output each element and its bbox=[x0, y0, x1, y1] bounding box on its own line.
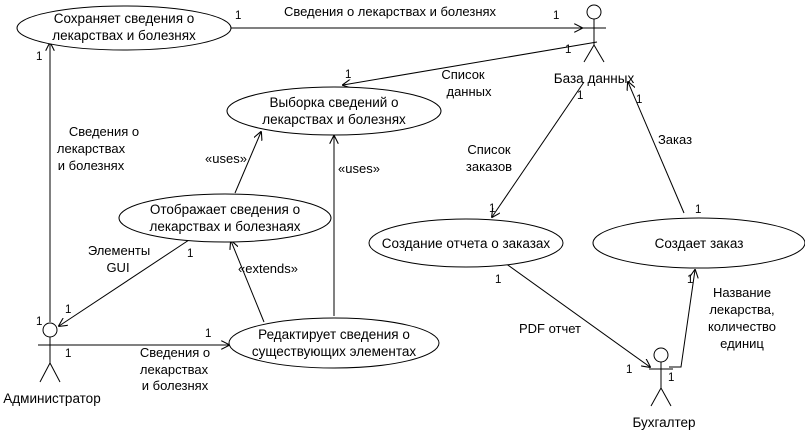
svg-text:и болезнях: и болезнях bbox=[58, 158, 125, 173]
svg-text:Сведения о: Сведения о bbox=[69, 124, 139, 139]
edge-label-db-to-report: Список заказов bbox=[466, 142, 512, 174]
actor-accountant-label: Бухгалтер bbox=[632, 415, 695, 430]
svg-text:Список: Список bbox=[441, 67, 485, 82]
actor-database[interactable]: База данных bbox=[554, 4, 635, 86]
edge-edit-extends-display bbox=[231, 241, 265, 323]
svg-text:GUI: GUI bbox=[106, 260, 129, 275]
edge-label-report-to-accountant: PDF отчет bbox=[519, 321, 581, 336]
svg-text:и болезнях: и болезнях bbox=[142, 378, 209, 393]
use-case-display-line-2: лекарствах и болезнаях bbox=[149, 219, 300, 234]
edge-accountant-to-order bbox=[669, 270, 695, 368]
edge-label-edit-uses: «uses» bbox=[338, 161, 380, 176]
use-case-select-line-2: лекарствах и болезнях bbox=[262, 112, 406, 127]
use-case-order-line-1: Создает заказ bbox=[655, 236, 744, 251]
actor-accountant[interactable]: Бухгалтер bbox=[632, 347, 696, 430]
svg-text:данных: данных bbox=[446, 84, 492, 99]
svg-text:единиц: единиц bbox=[720, 336, 764, 351]
edge-label-display-uses: «uses» bbox=[205, 151, 247, 166]
use-case-select[interactable]: Выборка сведений о лекарствах и болезнях bbox=[226, 86, 442, 136]
use-case-edit-line-1: Редактирует сведения о bbox=[258, 327, 410, 342]
use-case-save[interactable]: Сохраняет сведения о лекарствах и болезн… bbox=[16, 5, 232, 51]
multiplicity: 1 bbox=[205, 328, 211, 340]
use-case-order[interactable]: Создает заказ bbox=[592, 217, 805, 269]
svg-text:количество: количество bbox=[708, 319, 776, 334]
multiplicity: 1 bbox=[668, 372, 674, 384]
actor-admin-label: Администратор bbox=[3, 391, 100, 406]
svg-text:лекарствах: лекарствах bbox=[140, 362, 209, 377]
multiplicity: 1 bbox=[687, 274, 693, 286]
multiplicity: 1 bbox=[495, 274, 501, 286]
edge-label-admin-to-save: Сведения о лекарствах и болезнях bbox=[57, 124, 139, 173]
edge-label-admin-to-edit: Сведения о лекарствах и болезнях bbox=[140, 345, 210, 393]
svg-text:лекарства,: лекарства, bbox=[709, 302, 774, 317]
edge-label-gui: Элементы GUI bbox=[88, 243, 150, 275]
multiplicity: 1 bbox=[565, 44, 571, 56]
edge-order-to-database bbox=[628, 82, 685, 214]
actor-database-label: База данных bbox=[554, 71, 635, 86]
svg-text:заказов: заказов bbox=[466, 159, 512, 174]
svg-text:Название: Название bbox=[713, 285, 771, 300]
multiplicity: 1 bbox=[65, 304, 71, 316]
use-case-edit[interactable]: Редактирует сведения о существующих элем… bbox=[228, 317, 440, 369]
use-case-display[interactable]: Отображает сведения о лекарствах и болез… bbox=[118, 193, 332, 243]
use-case-display-line-1: Отображает сведения о bbox=[150, 202, 300, 217]
use-case-report-line-1: Создание отчета о заказах bbox=[382, 236, 551, 251]
svg-text:Список: Список bbox=[467, 142, 511, 157]
edge-report-to-accountant bbox=[504, 262, 650, 367]
multiplicity: 1 bbox=[345, 69, 351, 81]
multiplicity: 1 bbox=[187, 248, 193, 260]
multiplicity: 1 bbox=[65, 348, 71, 360]
edge-display-uses-select bbox=[234, 132, 261, 194]
multiplicity-labels: 1 1 1 1 1 1 1 1 1 1 1 1 1 1 1 1 1 1 bbox=[36, 10, 701, 384]
edge-label-save-to-database: Сведения о лекарствах и болезнях bbox=[284, 4, 497, 19]
edge-database-to-report bbox=[492, 81, 585, 217]
edge-database-to-select bbox=[343, 41, 598, 85]
multiplicity: 1 bbox=[36, 316, 42, 328]
edge-label-acc-to-order: Название лекарства, количество единиц bbox=[708, 285, 776, 351]
svg-text:Сведения о: Сведения о bbox=[140, 345, 210, 360]
multiplicity: 1 bbox=[553, 10, 559, 22]
edge-label-edit-extends: «extends» bbox=[238, 261, 298, 276]
multiplicity: 1 bbox=[235, 10, 241, 22]
use-case-save-line-1: Сохраняет сведения о bbox=[54, 11, 195, 26]
svg-text:Элементы: Элементы bbox=[88, 243, 150, 258]
use-case-save-line-2: лекарствах и болезнях bbox=[52, 28, 196, 43]
multiplicity: 1 bbox=[36, 51, 42, 63]
multiplicity: 1 bbox=[636, 94, 642, 106]
multiplicity: 1 bbox=[577, 90, 583, 102]
use-case-edit-line-2: существующих элементах bbox=[252, 344, 417, 359]
svg-text:лекарствах: лекарствах bbox=[57, 141, 126, 156]
use-case-select-line-1: Выборка сведений о bbox=[269, 95, 398, 110]
edge-label-order-to-db: Заказ bbox=[658, 132, 692, 147]
actor-admin[interactable]: Администратор bbox=[3, 322, 101, 406]
edge-display-to-admin bbox=[59, 237, 193, 326]
use-case-report[interactable]: Создание отчета о заказах bbox=[368, 218, 564, 268]
multiplicity: 1 bbox=[626, 364, 632, 376]
edge-label-db-to-select: Список данных bbox=[441, 67, 492, 99]
multiplicity: 1 bbox=[489, 203, 495, 215]
multiplicity: 1 bbox=[695, 204, 701, 216]
